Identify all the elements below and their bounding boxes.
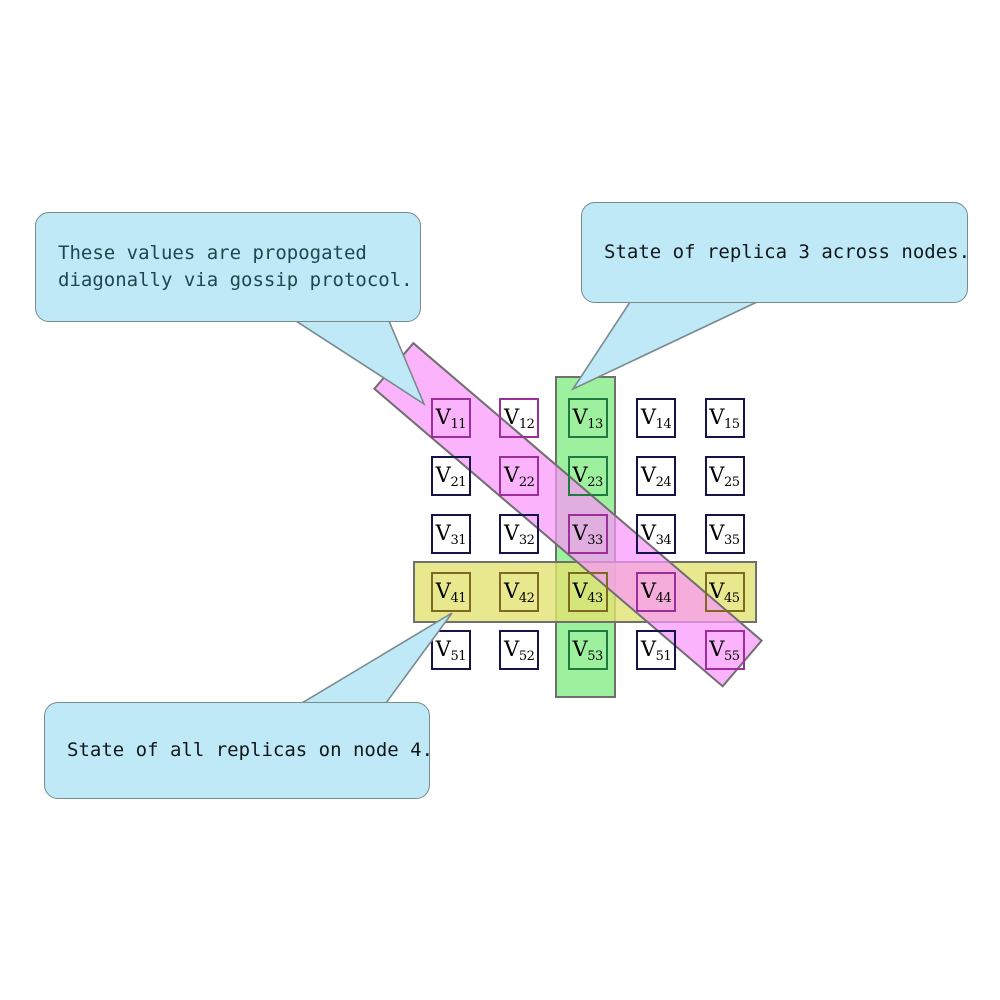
grid-cell-label: V53 [572, 636, 603, 664]
grid-cell-label: V13 [572, 404, 603, 432]
grid-cell-v32: V32 [499, 514, 540, 554]
grid-cell-label: V55 [709, 636, 740, 664]
callout-node4: State of all replicas on node 4. [44, 702, 433, 799]
callout-gossip: These values are propogated diagonally v… [35, 212, 421, 322]
grid-cell-label: V14 [640, 404, 672, 432]
grid-cell-label: V43 [572, 578, 603, 606]
grid-cell-label: V34 [640, 520, 672, 548]
grid-cell-subscript: 11 [450, 416, 466, 432]
callout-replica3-text: State of replica 3 across nodes. [604, 241, 971, 264]
callout-gossip-text: These values are propogated diagonally v… [58, 242, 413, 291]
grid-cell-subscript: 21 [450, 474, 466, 490]
grid-cell-subscript: 51 [450, 648, 466, 664]
grid-cell-subscript: 13 [587, 416, 603, 432]
grid-cell-label: V15 [709, 404, 740, 432]
grid-cell-subscript: 35 [724, 532, 740, 548]
grid-cell-label: V25 [709, 462, 740, 490]
grid-cell-label: V11 [435, 404, 467, 432]
grid-cell-v34: V34 [636, 514, 677, 554]
grid-cell-v25: V25 [704, 456, 745, 496]
grid-cell-v11: V11 [431, 398, 471, 438]
grid-cell-v41: V41 [431, 572, 471, 612]
grid-cell-label: V52 [504, 636, 535, 664]
grid-cell-label: V31 [435, 520, 467, 548]
grid-cell-v13: V13 [567, 398, 608, 438]
grid-cell-subscript: 23 [587, 474, 603, 490]
grid-cell-subscript: 14 [655, 416, 672, 432]
grid-cell-label: V42 [504, 578, 535, 606]
grid-cell-subscript: 25 [724, 474, 740, 490]
grid-cell-v51: V51 [431, 630, 471, 670]
grid-cell-v23: V23 [567, 456, 608, 496]
grid-cell-subscript: 32 [518, 532, 535, 548]
callout-replica3: State of replica 3 across nodes. [581, 202, 970, 303]
grid-cell-label: V41 [435, 578, 467, 606]
grid-cell-subscript: 22 [518, 474, 535, 490]
grid-cell-label: V44 [640, 578, 672, 606]
callout-node4-text: State of all replicas on node 4. [67, 739, 434, 762]
grid-cell-v21: V21 [431, 456, 471, 496]
grid-cell-subscript: 34 [655, 532, 672, 548]
grid-cell-subscript: 31 [450, 532, 466, 548]
grid-cell-subscript: 41 [450, 590, 466, 606]
grid-cell-subscript: 15 [724, 416, 740, 432]
grid-cell-subscript: 55 [724, 648, 740, 664]
callout-tail-node4 [299, 612, 453, 704]
grid-cell-subscript: 44 [655, 590, 672, 606]
grid-cell-label: V35 [709, 520, 740, 548]
grid-cell-subscript: 51 [655, 648, 672, 664]
grid-cell-v15: V15 [704, 398, 745, 438]
grid-cell-label: V51 [435, 636, 467, 664]
grid-cell-v43: V43 [567, 572, 608, 612]
grid-cell-v53: V53 [567, 630, 608, 670]
grid-cell-label: V21 [435, 462, 467, 490]
grid-cell-v24: V24 [636, 456, 677, 496]
grid-cell-v45: V45 [704, 572, 745, 612]
grid-cell-subscript: 45 [724, 590, 740, 606]
grid-cell-v42: V42 [499, 572, 540, 612]
grid-cell-subscript: 43 [587, 590, 603, 606]
grid-cell-label: V51 [640, 636, 672, 664]
grid-cell-label: V45 [709, 578, 740, 606]
grid-cell-subscript: 24 [655, 474, 672, 490]
grid-cell-label: V22 [504, 462, 535, 490]
grid-cell-v33: V33 [567, 514, 608, 554]
grid-cell-v52: V52 [499, 630, 540, 670]
grid-cell-v55: V55 [704, 630, 745, 670]
grid-cell-subscript: 42 [518, 590, 535, 606]
grid-cell-label: V12 [504, 404, 535, 432]
grid-cell-label: V32 [504, 520, 535, 548]
grid-cell-subscript: 53 [587, 648, 603, 664]
grid-cell-label: V23 [572, 462, 603, 490]
grid-cell-label: V24 [640, 462, 672, 490]
grid-cell-v44: V44 [636, 572, 677, 612]
grid-cell-subscript: 12 [518, 416, 535, 432]
grid-cell-v12: V12 [499, 398, 540, 438]
grid-cell-subscript: 33 [587, 532, 603, 548]
grid-cell-v51: V51 [636, 630, 677, 670]
grid-cell-v14: V14 [636, 398, 677, 438]
grid-cell-v31: V31 [431, 514, 471, 554]
grid-cell-v35: V35 [704, 514, 745, 554]
grid-cell-label: V33 [572, 520, 603, 548]
grid-cell-v22: V22 [499, 456, 540, 496]
grid-cell-subscript: 52 [518, 648, 535, 664]
